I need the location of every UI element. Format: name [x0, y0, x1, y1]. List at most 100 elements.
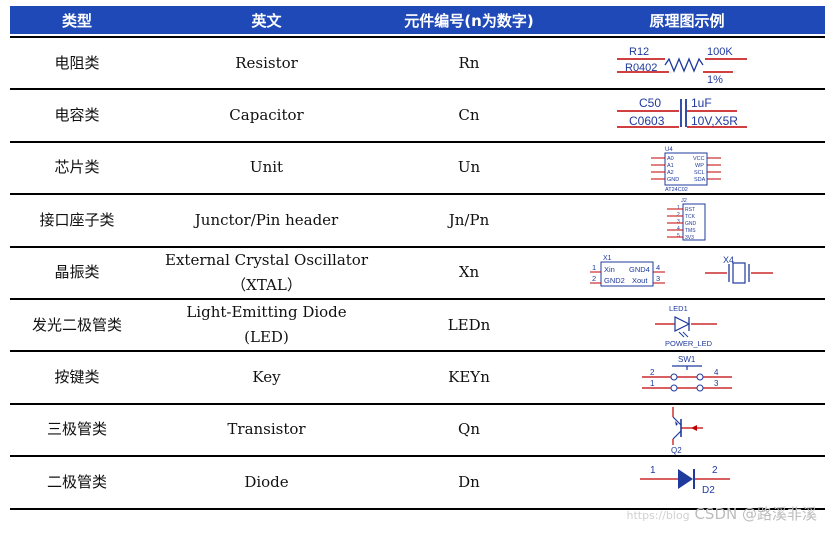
watermark: https://blog CSDN @路溪非溪: [626, 503, 817, 524]
svg-text:RST: RST: [685, 207, 695, 213]
type-cell: 芯片类: [54, 158, 100, 177]
type-cell: 电阻类: [54, 53, 100, 72]
svg-text:1: 1: [592, 263, 596, 272]
english-cell: Junctor/Pin header: [194, 210, 339, 229]
led-ref: LED1: [669, 304, 688, 313]
type-cell: 按键类: [54, 368, 100, 387]
svg-text:4: 4: [656, 263, 660, 272]
svg-text:TCK: TCK: [685, 214, 696, 220]
svg-text:GND: GND: [685, 221, 697, 227]
transistor-ref: Q2: [671, 446, 682, 455]
svg-text:3: 3: [677, 219, 680, 225]
type-cell: 电容类: [54, 106, 100, 125]
svg-text:2: 2: [712, 465, 718, 476]
ref-cell: Rn: [458, 53, 480, 72]
svg-text:1: 1: [650, 465, 656, 476]
svg-text:VCC: VCC: [693, 156, 705, 162]
type-cell: 发光二极管类: [31, 315, 122, 334]
header-ref: J2: [681, 198, 687, 204]
svg-text:1: 1: [677, 205, 680, 211]
ref-cell: LEDn: [447, 315, 491, 334]
ref-cell: KEYn: [448, 368, 490, 387]
led-symbol: LED1 POWER_LED: [549, 300, 825, 350]
table-row: 发光二极管类 Light-Emitting Diode (LED) LEDn L…: [10, 300, 825, 353]
transistor-symbol: Q2: [549, 405, 825, 455]
svg-text:1: 1: [650, 379, 655, 388]
svg-text:4: 4: [714, 368, 719, 377]
diode-symbol: 1 2 D2: [549, 457, 825, 507]
english-cell: Unit: [249, 158, 284, 177]
svg-text:3: 3: [656, 274, 660, 283]
table-row: 电阻类 Resistor Rn R12 100K R0402 1%: [10, 38, 825, 91]
capacitor-footprint: C0603: [629, 114, 665, 128]
english-line-1: External Crystal Oscillator: [165, 250, 368, 269]
resistor-symbol: R12 100K R0402 1%: [549, 38, 825, 88]
diode-ref: D2: [702, 485, 715, 496]
watermark-url: https://blog: [626, 509, 690, 522]
english-cell: Capacitor: [229, 106, 304, 125]
type-cell: 晶振类: [54, 263, 100, 282]
led-label: POWER_LED: [665, 339, 713, 348]
ref-cell: Dn: [458, 472, 480, 491]
svg-text:A1: A1: [667, 163, 674, 169]
ref-cell: Un: [457, 158, 481, 177]
english-cell: Transistor: [227, 420, 306, 439]
header-ref: 元件编号(n为数字): [404, 11, 534, 30]
table-row: 电容类 Capacitor Cn C50 1uF C0603 10V,X5R: [10, 90, 825, 143]
english-cell: External Crystal Oscillator （XTAL）: [144, 248, 389, 298]
svg-text:TMS: TMS: [685, 228, 696, 234]
svg-text:3V3: 3V3: [685, 235, 694, 241]
svg-text:WP: WP: [695, 163, 704, 169]
table-header: 类型 英文 元件编号(n为数字) 原理图示例: [10, 6, 825, 34]
crystal-ref-2: X4: [723, 255, 734, 265]
english-cell: Diode: [244, 472, 289, 491]
key-symbol: SW1 2 4 1 3: [549, 352, 825, 402]
type-cell: 三极管类: [46, 420, 107, 439]
header-english: 英文: [251, 11, 282, 30]
key-ref: SW1: [678, 355, 696, 364]
chip-symbol: U4 A0 A1 A2 GND VCC WP SCL SDA: [549, 143, 825, 193]
svg-text:GND4: GND4: [629, 265, 650, 274]
table-body: 电阻类 Resistor Rn R12 100K R0402 1% 电容类 Ca…: [10, 36, 825, 510]
capacitor-symbol: C50 1uF C0603 10V,X5R: [549, 90, 825, 140]
type-cell: 二极管类: [46, 472, 107, 491]
capacitor-ref: C50: [639, 96, 661, 110]
svg-text:SDA: SDA: [694, 177, 706, 183]
svg-text:2: 2: [677, 212, 680, 218]
watermark-text: CSDN @路溪非溪: [694, 505, 817, 523]
svg-text:Xout: Xout: [632, 276, 648, 285]
english-line-1: Light-Emitting Diode: [186, 303, 347, 322]
ref-cell: Cn: [458, 106, 480, 125]
table-row: 芯片类 Unit Un U4 A0 A1 A2 GND VCC WP SCL S…: [10, 143, 825, 196]
table-row: 三极管类 Transistor Qn Q2: [10, 405, 825, 458]
english-cell: Light-Emitting Diode (LED): [144, 300, 389, 350]
english-cell: Resistor: [235, 53, 298, 72]
resistor-tolerance: 1%: [707, 74, 723, 85]
english-line-2: （XTAL）: [231, 275, 302, 294]
header-example: 原理图示例: [649, 11, 725, 30]
ref-cell: Xn: [458, 263, 480, 282]
svg-text:2: 2: [650, 368, 655, 377]
resistor-footprint: R0402: [625, 62, 657, 74]
table-row: 二极管类 Diode Dn 1 2 D2: [10, 457, 825, 510]
svg-text:GND2: GND2: [604, 276, 625, 285]
ref-cell: Qn: [458, 420, 480, 439]
table-row: 接口座子类 Junctor/Pin header Jn/Pn J2 RST TC…: [10, 195, 825, 248]
svg-text:2: 2: [592, 274, 596, 283]
chip-part: AT24C02: [665, 187, 688, 193]
table-row: 晶振类 External Crystal Oscillator （XTAL） X…: [10, 248, 825, 300]
english-cell: Key: [252, 368, 281, 387]
svg-text:GND: GND: [667, 177, 679, 183]
svg-text:SCL: SCL: [694, 170, 705, 176]
svg-text:5: 5: [677, 233, 680, 239]
english-line-2: (LED): [244, 328, 289, 347]
svg-text:A0: A0: [667, 156, 674, 162]
header-type: 类型: [61, 11, 92, 30]
resistor-value: 100K: [707, 46, 733, 58]
table-row: 按键类 Key KEYn SW1 2 4 1 3: [10, 352, 825, 405]
svg-text:4: 4: [677, 226, 680, 232]
svg-text:Xin: Xin: [604, 265, 615, 274]
capacitor-rating: 10V,X5R: [691, 114, 738, 128]
capacitor-value: 1uF: [691, 96, 712, 110]
pin-header-symbol: J2 RST TCK GND TMS 3V3 1 2 3 4 5: [549, 195, 825, 245]
